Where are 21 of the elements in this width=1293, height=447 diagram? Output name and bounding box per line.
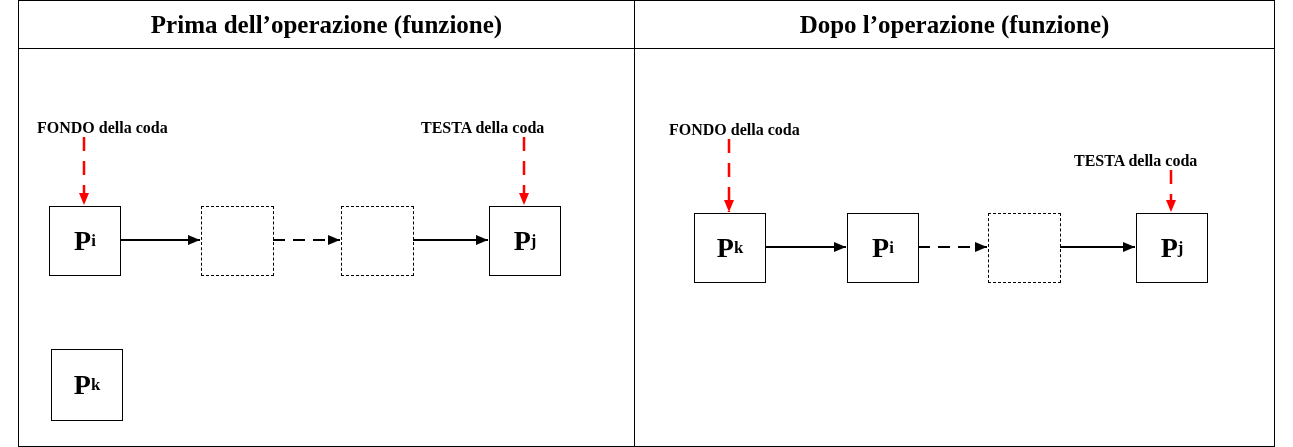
pointer-label: TESTA della coda: [1074, 151, 1242, 171]
arrow: [1166, 170, 1176, 212]
pointer-label: FONDO della coda: [37, 118, 212, 138]
arrow: [272, 235, 341, 245]
column-heading: Prima dell’operazione (funzione): [19, 1, 634, 49]
empty-box: [341, 206, 414, 276]
arrow: [412, 235, 489, 245]
column-heading: Dopo l’operazione (funzione): [635, 1, 1274, 49]
arrow: [764, 242, 847, 252]
table-panel: [18, 0, 635, 447]
table-panel: [634, 0, 1275, 447]
pointer-label: TESTA della coda: [421, 118, 591, 138]
arrow: [917, 242, 988, 252]
pointer-label: FONDO della coda: [669, 120, 847, 140]
empty-box: [988, 213, 1061, 283]
arrow: [519, 137, 529, 205]
arrow: [79, 137, 89, 205]
arrow: [119, 235, 201, 245]
arrow: [1059, 242, 1136, 252]
arrow: [724, 139, 734, 212]
empty-box: [201, 206, 274, 276]
